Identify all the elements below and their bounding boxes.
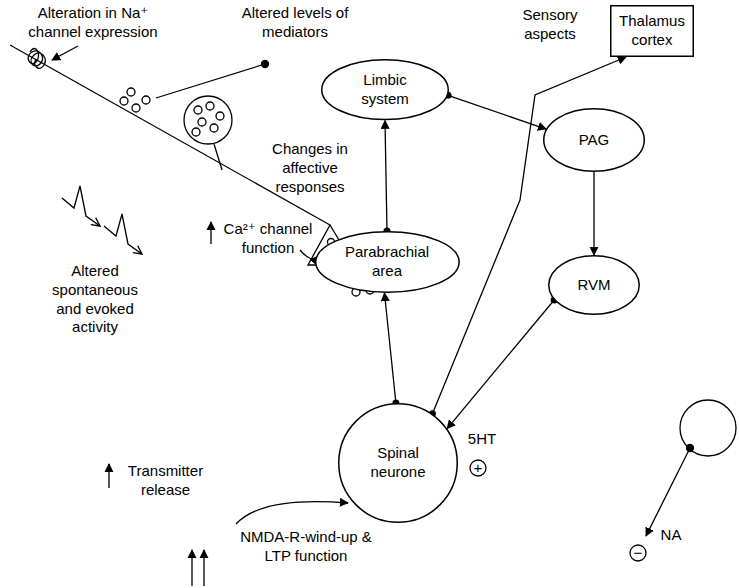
vesicle — [142, 96, 150, 104]
projection-line — [646, 448, 690, 536]
transmitter-name: 5HT — [462, 430, 502, 449]
brain-area: Limbic system — [321, 59, 449, 120]
vesicle — [132, 104, 140, 112]
vesicle — [120, 97, 128, 105]
neurone-circle: Spinal neurone — [338, 403, 458, 523]
annotation: Sensory aspects — [510, 6, 590, 44]
annotation: Changes in affective responses — [262, 140, 358, 196]
pathway-arrow — [385, 121, 387, 231]
vesicle — [127, 88, 135, 96]
curved-arrow — [236, 502, 348, 524]
increase-arrow — [203, 550, 204, 586]
sign-symbol: + — [470, 458, 486, 478]
node-label: Parabrachial area — [339, 243, 434, 281]
pathway-arrow — [447, 300, 554, 429]
brain-area: RVM — [548, 255, 640, 315]
annotation: Ca²⁺ channel function — [218, 220, 318, 258]
pathway-arrow — [593, 172, 594, 255]
annotation: Alteration in Na⁺ channel expression — [18, 4, 168, 42]
vesicle — [194, 106, 202, 114]
vesicle — [192, 128, 200, 136]
increase-arrow — [210, 222, 211, 244]
vesicle-store — [184, 96, 232, 144]
transmitter-name: NA — [652, 526, 690, 545]
neurone-circle — [680, 400, 736, 456]
vesicle — [216, 112, 224, 120]
annotation: NMDA-R-wind-up & LTP function — [236, 528, 376, 566]
target-box: Thalamus cortex — [610, 5, 694, 57]
brain-area: Parabrachial area — [315, 231, 460, 293]
annotation: Transmitter release — [118, 462, 213, 500]
brain-area: PAG — [543, 108, 645, 172]
node-label: Thalamus cortex — [616, 12, 688, 50]
leader-line — [156, 64, 265, 98]
axon-line — [10, 45, 330, 225]
sodium-channel — [28, 49, 45, 69]
node-label: Spinal neurone — [363, 444, 433, 482]
node-label: RVM — [577, 276, 610, 295]
vesicle — [206, 102, 214, 110]
annotation: Altered levels of mediators — [240, 4, 350, 42]
annotation: Altered spontaneous and evoked activity — [40, 262, 150, 337]
pathway-arrow — [384, 293, 395, 403]
origin-dot — [687, 445, 694, 452]
action-potential — [104, 214, 142, 254]
leader-dot — [262, 61, 269, 68]
stalk — [214, 144, 222, 170]
vesicle — [198, 118, 206, 126]
leader-arrow — [52, 46, 78, 60]
node-label: Limbic system — [355, 71, 415, 109]
sign-symbol: − — [630, 543, 646, 563]
increase-arrow — [108, 464, 109, 488]
node-label: PAG — [579, 131, 610, 150]
action-potential — [62, 186, 100, 226]
vesicle — [210, 124, 218, 132]
increase-arrow — [191, 550, 192, 586]
